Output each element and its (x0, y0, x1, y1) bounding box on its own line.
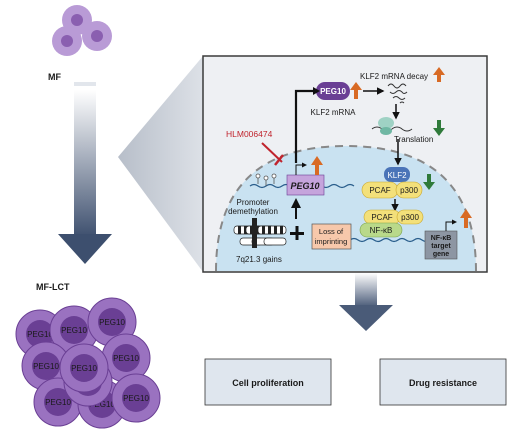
up-arrow-icon (433, 67, 445, 82)
svg-text:PEG10: PEG10 (290, 181, 319, 191)
down-arrow-icon (433, 120, 445, 136)
klf2-decay-label: KLF2 mRNA decay (360, 72, 428, 81)
plus-icon (290, 226, 304, 240)
inhibitor-label: HLM006474 (226, 129, 273, 139)
methylation-marks (255, 173, 277, 186)
target-gene-box: NF-κB target gene (424, 230, 458, 260)
klf2-protein: KLF2 (384, 167, 410, 182)
svg-text:KLF2: KLF2 (387, 171, 407, 180)
mf-label: MF (48, 72, 61, 82)
nfkb-complex: PCAF p300 NF-κB (359, 209, 424, 238)
svg-text:p300: p300 (400, 186, 418, 195)
peg10-cell-label: PEG10 (123, 394, 149, 403)
svg-text:imprinting: imprinting (315, 237, 348, 246)
drug-resistance-box: Drug resistance (379, 358, 507, 406)
chromosome-icon (257, 225, 287, 235)
lct-cell-nucleus (32, 352, 60, 380)
mf-cell-cluster (52, 5, 112, 56)
demethylation-label: demethylation (228, 207, 278, 216)
lct-cell-nucleus (122, 384, 150, 412)
lct-cell-nucleus (112, 344, 140, 372)
pcaf-p300-complex: PCAF p300 (361, 181, 423, 199)
peg10-cell-label: PEG10 (89, 400, 115, 409)
up-arrow-icon (460, 209, 472, 228)
promoter-label: Promoter (237, 198, 270, 207)
peg10-cell-label: PEG10 (71, 364, 97, 373)
degraded-mrna-icon (387, 83, 408, 104)
dna-strand (349, 237, 439, 243)
tss-arrow (295, 162, 307, 175)
peg10-gene: PEG10 (286, 174, 325, 196)
svg-text:p300: p300 (401, 213, 419, 222)
lct-cell-nucleus (60, 316, 88, 344)
up-arrow-icon (311, 156, 323, 175)
ribosome-icon (371, 117, 413, 135)
up-arrow-icon (350, 82, 362, 99)
lct-cell-nucleus (70, 354, 98, 382)
drug-resistance-label: Drug resistance (409, 378, 477, 388)
centromere-mark (252, 218, 257, 248)
cell-proliferation-box: Cell proliferation (204, 358, 332, 406)
svg-text:target: target (431, 243, 451, 250)
peg10-protein: PEG10 (316, 82, 350, 100)
mf-lct-label: MF-LCT (36, 282, 70, 292)
svg-text:PCAF: PCAF (371, 213, 392, 222)
svg-text:PEG10: PEG10 (320, 87, 346, 96)
chromosome-icons (233, 218, 287, 248)
peg10-cell-label: PEG10 (33, 362, 59, 371)
peg10-cell-label: PEG10 (45, 398, 71, 407)
svg-text:Loss of: Loss of (319, 227, 344, 236)
chromosome-icon (263, 237, 287, 246)
svg-text:PCAF: PCAF (369, 186, 390, 195)
lct-cell-nucleus (26, 320, 54, 348)
translation-label: Translation (394, 135, 433, 144)
tss-arrow (445, 219, 457, 231)
progression-arrow (58, 82, 112, 264)
svg-text:NF-κB: NF-κB (370, 226, 393, 235)
klf2-mrna-label: KLF2 mRNA (311, 108, 357, 117)
peg10-cell-label: PEG10 (113, 354, 139, 363)
chrom-gain-label: 7q21.3 gains (236, 255, 282, 264)
inhibition-line (261, 142, 284, 166)
zoom-wedge (118, 56, 203, 272)
peg10-cell-label: PEG10 (99, 318, 125, 327)
loss-of-imprinting-box: Loss of imprinting (311, 223, 352, 250)
svg-text:gene: gene (433, 251, 449, 258)
peg10-cell-label: PEG10 (61, 326, 87, 335)
lct-cell-nucleus (44, 388, 72, 416)
svg-text:NF-κB: NF-κB (431, 235, 452, 242)
peg10-cell-label: PEG10 (27, 330, 53, 339)
outcome-arrow (339, 273, 393, 331)
lct-cell-nucleus (98, 308, 126, 336)
arrow-to-peg10-protein (294, 89, 314, 163)
down-arrow-icon (423, 174, 435, 190)
cell-proliferation-label: Cell proliferation (232, 378, 304, 388)
